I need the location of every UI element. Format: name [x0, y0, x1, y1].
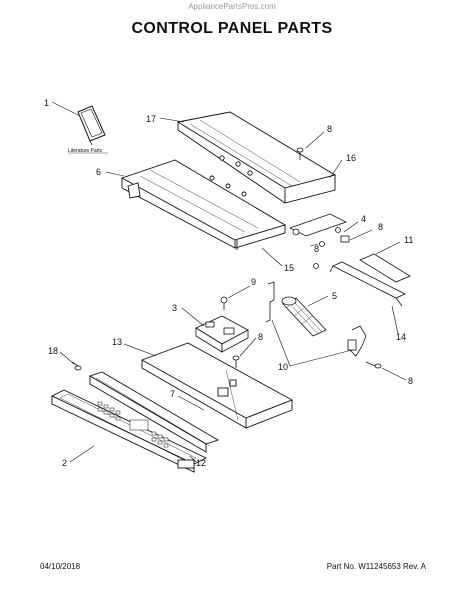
control-board-drawing — [195, 296, 249, 353]
screws-drawing — [71, 355, 382, 371]
callout-7: 7 — [170, 389, 175, 399]
callout-18: 18 — [48, 346, 58, 356]
control-glass-drawing — [88, 371, 220, 453]
callout-2: 2 — [62, 458, 67, 468]
callout-8-mid: 8 — [314, 244, 319, 254]
callout-8-bracket: 8 — [378, 222, 383, 232]
callout-9: 9 — [251, 277, 256, 287]
literature-parts-drawing — [77, 105, 106, 146]
callout-12: 12 — [196, 458, 206, 468]
footer-date: 04/10/2018 — [40, 562, 81, 571]
callout-6: 6 — [96, 167, 101, 177]
fan-drawing — [281, 296, 327, 337]
callout-15: 15 — [284, 263, 294, 273]
callout-8-right: 8 — [408, 376, 413, 386]
callout-8-top: 8 — [327, 124, 332, 134]
literature-caption: Literature Parts — [68, 148, 103, 154]
callout-17: 17 — [146, 114, 156, 124]
callout-10: 10 — [278, 362, 288, 372]
callout-1: 1 — [44, 98, 49, 108]
mounting-panel-drawing — [140, 342, 294, 429]
page-title: CONTROL PANEL PARTS — [131, 20, 333, 37]
callout-11: 11 — [404, 235, 413, 245]
callout-4: 4 — [361, 214, 366, 224]
callout-8-board: 8 — [258, 332, 263, 342]
leader-lines — [51, 101, 407, 463]
callout-5: 5 — [332, 291, 337, 301]
lower-cover-drawing — [120, 159, 287, 250]
rail-drawing — [329, 253, 411, 307]
callout-3: 3 — [172, 303, 177, 313]
bracket-drawing — [288, 213, 350, 269]
callout-13: 13 — [112, 337, 122, 347]
callout-14: 14 — [396, 332, 406, 342]
screw-8-top-drawing — [296, 147, 304, 160]
front-panel-drawing — [50, 389, 208, 473]
upper-cover-drawing — [176, 111, 337, 204]
footer-part-info: Part No. W11245653 Rev. A — [326, 562, 426, 571]
callout-16: 16 — [346, 153, 356, 163]
watermark: AppliancePartsPros.com — [188, 2, 276, 11]
